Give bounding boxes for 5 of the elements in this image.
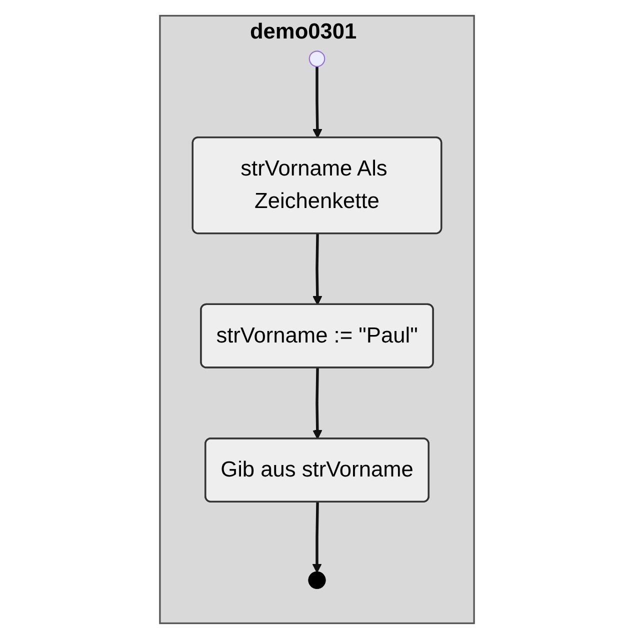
- arrow: [312, 502, 322, 573]
- arrow: [312, 234, 322, 306]
- arrow: [312, 66, 322, 138]
- node-circle: [308, 50, 326, 67]
- arrow: [312, 368, 322, 440]
